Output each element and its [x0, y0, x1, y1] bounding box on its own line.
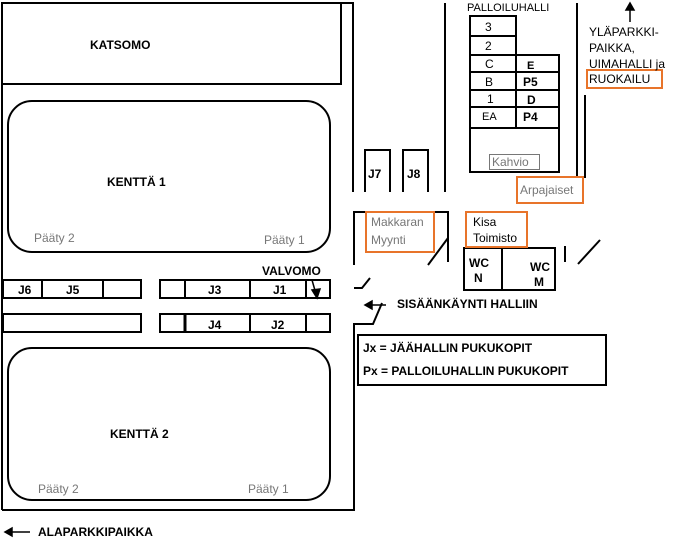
makkaran-myynti-highlight: [365, 211, 435, 253]
kentta-1-rink: [7, 100, 331, 253]
entrance-notch: [354, 277, 371, 289]
toimisto-label: Toimisto: [473, 231, 518, 245]
kentta-2-label: KENTTÄ 2: [110, 427, 169, 441]
locker-j8: J8: [407, 167, 421, 181]
locker-j2: J2: [271, 318, 285, 332]
valvomo-label: VALVOMO: [262, 264, 321, 278]
locker-j4: J4: [208, 318, 222, 332]
lower-parking-label: ALAPARKKIPAIKKA: [38, 525, 153, 539]
wc-block: [463, 247, 556, 291]
makkaran-label: Makkaran: [371, 215, 424, 229]
wall: [427, 237, 449, 266]
wc-m-title: WC: [530, 260, 550, 274]
door: [577, 239, 601, 265]
kentta-1-paaty-2: Pääty 2: [34, 231, 75, 245]
kentta-2-rink: [7, 347, 331, 501]
upper-parking-line-1: YLÄPARKKI-: [589, 25, 659, 39]
palloiluhalli-label: PALLOILUHALLI: [467, 2, 550, 14]
ball-locker-e: E: [527, 60, 535, 72]
ball-locker-b: B: [485, 75, 494, 89]
arpajaiset-highlight: [516, 176, 584, 204]
kentta-1-paaty-1: Pääty 1: [264, 233, 305, 247]
locker-row-top-left: [2, 279, 142, 299]
j7-room: [364, 149, 391, 192]
j8-room: [402, 149, 429, 192]
kisa-label: Kisa: [473, 215, 497, 229]
upper-parking-line-3: UIMAHALLI ja: [589, 57, 666, 71]
katsomo-label: KATSOMO: [90, 38, 151, 52]
ball-locker-3: 3: [485, 20, 492, 34]
ruokailu-highlight: [586, 69, 663, 89]
arrow-valvomo-head: [310, 288, 322, 300]
upper-parking-line-2: PAIKKA,: [589, 41, 635, 55]
hall-outline: [2, 2, 354, 192]
wc-n-letter: N: [474, 271, 483, 285]
wc-m-letter: M: [534, 275, 544, 289]
arrow-up-head: [624, 1, 636, 11]
locker-j3: J3: [208, 283, 222, 297]
wc-n-title: WC: [469, 256, 489, 270]
kisa-toimisto-highlight: [465, 211, 528, 248]
arrow-entrance-head: [363, 299, 373, 311]
arrow-lower-parking-head: [3, 526, 13, 538]
entrance-label: SISÄÄNKÄYNTI HALLIIN: [397, 297, 538, 311]
kahvio-label: Kahvio: [489, 154, 540, 170]
katsomo-box: [1, 2, 342, 85]
ball-lockers-right: [515, 54, 560, 129]
ball-locker-1: 1: [487, 92, 494, 106]
myynti-label: Myynti: [371, 233, 406, 247]
kentta-2-paaty-1: Pääty 1: [248, 482, 289, 496]
legend-px: Px = PALLOILUHALLIN PUKUKOPIT: [363, 364, 569, 378]
upper-parking-line-4: RUOKAILU: [589, 72, 651, 86]
locker-row-bottom-left: [2, 313, 142, 333]
arpajaiset-label: Arpajaiset: [520, 183, 574, 197]
kahvio-wall: [469, 128, 560, 173]
kentta-1-label: KENTTÄ 1: [107, 175, 166, 189]
locker-j7: J7: [368, 167, 382, 181]
kentta-2-paaty-2: Pääty 2: [38, 482, 79, 496]
locker-j6: J6: [18, 283, 32, 297]
ball-locker-ea: EA: [482, 111, 497, 123]
ball-locker-c: C: [485, 57, 494, 71]
ball-locker-p4: P4: [523, 110, 538, 124]
ball-locker-2: 2: [485, 39, 492, 53]
locker-row-top-right: [159, 279, 331, 299]
hall-bottom-wall: [2, 302, 383, 511]
locker-row-bottom-right: [159, 313, 331, 333]
ball-locker-p5: P5: [523, 75, 538, 89]
ball-locker-d: D: [527, 93, 536, 107]
locker-j5: J5: [66, 283, 80, 297]
legend-box: Jx = JÄÄHALLIN PUKUKOPIT Px = PALLOILUHA…: [357, 334, 607, 386]
locker-j1: J1: [273, 283, 287, 297]
legend-jx: Jx = JÄÄHALLIN PUKUKOPIT: [363, 341, 533, 355]
